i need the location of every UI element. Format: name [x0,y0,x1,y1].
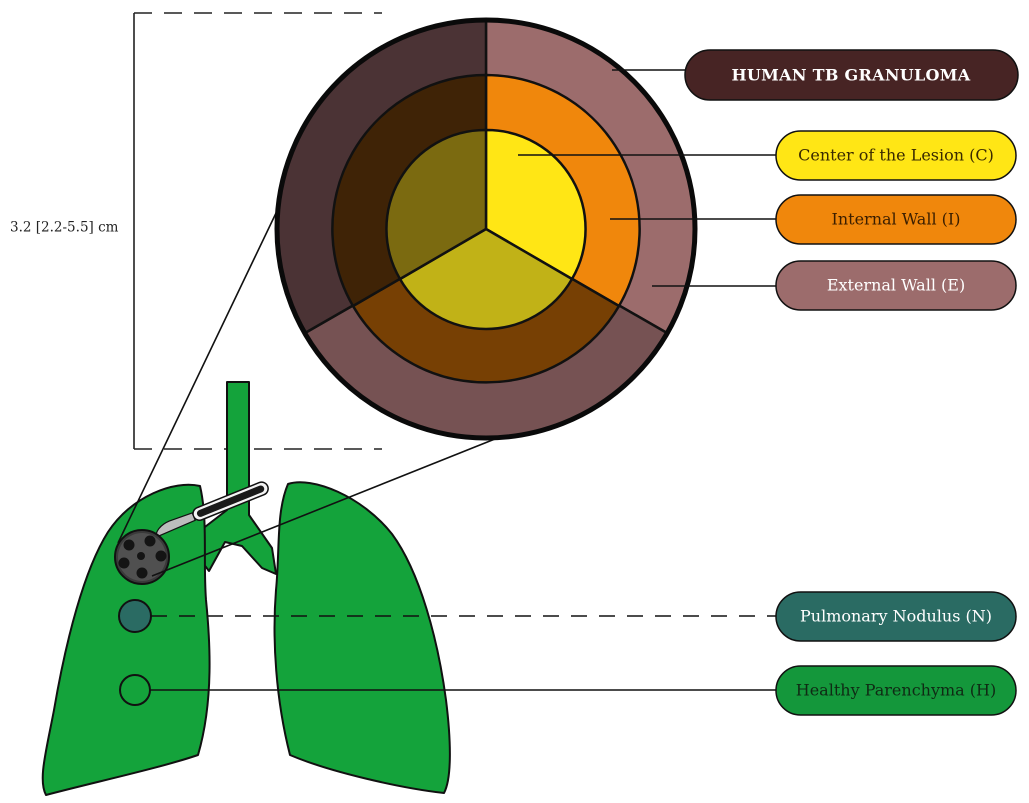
right-lung-icon [275,482,450,793]
lesion-spot [145,536,156,547]
parenchyma-label-text: Healthy Parenchyma (H) [796,681,996,700]
label-center: Center of the Lesion (C) [776,131,1016,180]
lesion-spot [137,568,148,579]
label-external: External Wall (E) [776,261,1016,310]
title-text: HUMAN TB GRANULOMA [731,66,970,85]
size-label: 3.2 [2.2-5.5] cm [10,220,119,236]
granuloma-cross-section [277,20,695,438]
nodulus-label-text: Pulmonary Nodulus (N) [800,607,992,626]
lesion-spot [137,552,145,560]
lesion-spot [119,558,130,569]
center-label-text: Center of the Lesion (C) [798,146,994,165]
label-internal: Internal Wall (I) [776,195,1016,244]
left-lung-icon [43,485,210,795]
lungs-icon [43,382,450,795]
external-label-text: External Wall (E) [827,276,965,295]
label-nodulus: Pulmonary Nodulus (N) [776,592,1016,641]
lung-lesion-sample [115,530,169,584]
trachea-icon [201,382,276,574]
lesion-spot [124,540,135,551]
lesion-spot [156,551,167,562]
nodulus-marker [119,600,151,632]
internal-label-text: Internal Wall (I) [832,210,961,229]
label-title: HUMAN TB GRANULOMA [685,50,1018,100]
label-parenchyma: Healthy Parenchyma (H) [776,666,1016,715]
